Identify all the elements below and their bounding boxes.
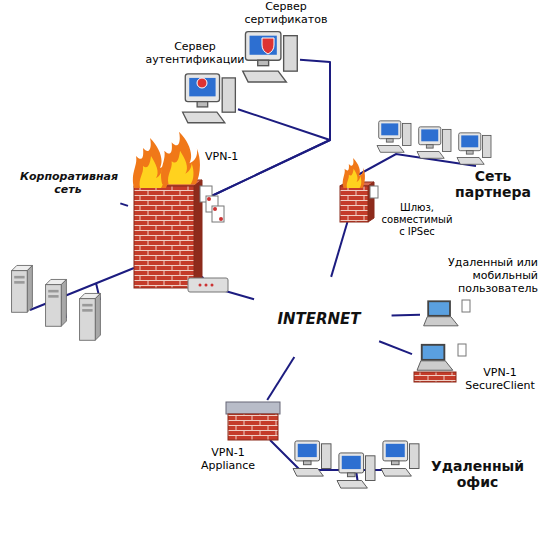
ellipse-outline	[187, 395, 537, 543]
node-label: Корпоративная сеть	[20, 170, 116, 196]
cloud-outline	[248, 278, 392, 358]
mobile-user-laptop: Удаленный или мобильный пользователь	[420, 298, 460, 330]
network-link	[392, 314, 420, 317]
secureclient-laptop: VPN-1 SecureClient	[412, 342, 458, 384]
vpn-firewall: VPN-1	[128, 148, 202, 288]
cloud-outline	[9, 154, 129, 219]
node-label: Сеть партнера	[450, 168, 536, 200]
node-label: Сервер сертификатов	[236, 0, 336, 26]
internet-cloud: INTERNET	[240, 268, 398, 372]
node-label: VPN-1 Appliance	[196, 446, 260, 472]
network-link	[120, 203, 128, 206]
node-label: Шлюз, совместимый с IPSec	[380, 202, 454, 238]
ipsec-gateway: Шлюз, совместимый с IPSec	[338, 164, 374, 222]
ellipse-outline	[324, 113, 543, 251]
node-label: INTERNET	[270, 310, 368, 328]
certificate-server: Сервер сертификатов	[240, 30, 300, 85]
node-label: Удаленный офис	[425, 458, 530, 490]
authentication-server: Сервер аутентификации	[180, 72, 238, 127]
node-label: VPN-1 SecureClient	[460, 366, 540, 392]
remote-office: Удаленный офис VPN-1 Appliance	[185, 394, 540, 544]
corporate-network-cloud: Корпоративная сеть	[2, 146, 134, 230]
network-link	[267, 357, 294, 400]
partner-network: Сеть партнераШлюз, совместимый с IPSec	[322, 112, 543, 252]
network-link	[379, 341, 412, 354]
node-label: Сервер аутентификации	[140, 40, 250, 66]
node-label: Удаленный или мобильный пользователь	[440, 256, 538, 296]
vpn-appliance: VPN-1 Appliance	[226, 400, 282, 442]
network-link	[331, 222, 347, 277]
node-label: VPN-1	[205, 150, 249, 163]
